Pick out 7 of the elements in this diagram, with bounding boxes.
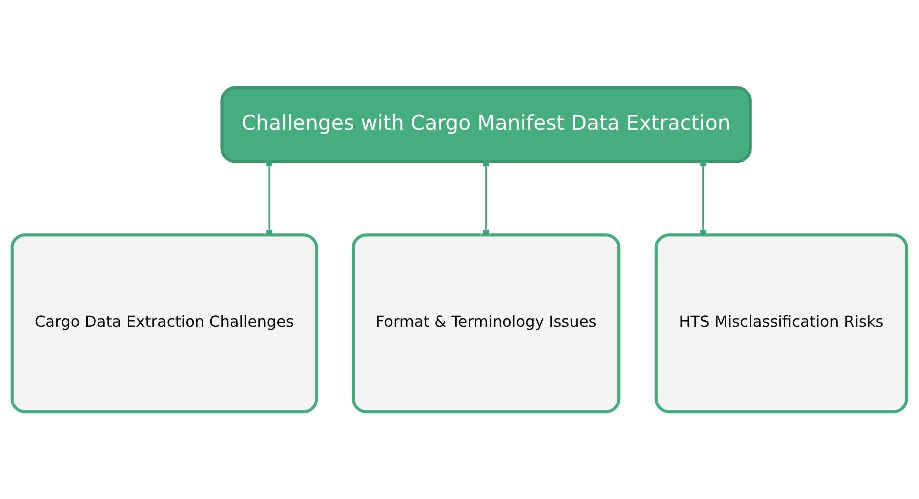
node-box: Cargo Data Extraction Challenges — [10, 233, 318, 413]
connector — [484, 160, 490, 236]
node-box: Format & Terminology Issues — [352, 233, 621, 413]
node-box: HTS Misclassification Risks — [654, 233, 908, 413]
connector — [700, 160, 706, 236]
node-box: Challenges with Cargo Manifest Data Extraction — [220, 86, 752, 163]
connector — [266, 160, 272, 236]
